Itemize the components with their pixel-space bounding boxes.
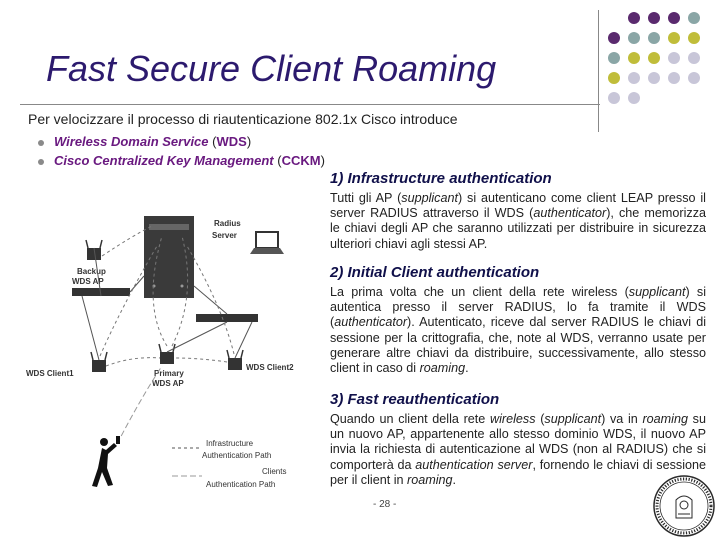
decorative-dot bbox=[668, 52, 680, 64]
section-fast-reauth: 3) Fast reauthentication Quando un clien… bbox=[330, 391, 706, 488]
page-number: - 28 - bbox=[373, 499, 397, 510]
client1-label: WDS Client1 bbox=[26, 369, 74, 378]
decorative-dot bbox=[628, 12, 640, 24]
decorative-dot bbox=[628, 72, 640, 84]
primary-ap-label-1: Primary bbox=[154, 369, 184, 378]
section-body: Tutti gli AP (supplicant) si autenticano… bbox=[330, 191, 707, 251]
slide-title: Fast Secure Client Roaming bbox=[46, 48, 497, 89]
primary-ap-label-2: WDS AP bbox=[152, 379, 184, 388]
section-body: Quando un client della rete wireless (su… bbox=[330, 412, 707, 487]
bullet-icon bbox=[38, 158, 44, 165]
decorative-dot bbox=[628, 92, 640, 104]
decorative-dot bbox=[628, 32, 640, 44]
bullet-item-wds: Wireless Domain Service (WDS) bbox=[38, 134, 251, 149]
mobile-user-icon bbox=[92, 436, 120, 487]
decorative-dot bbox=[608, 32, 620, 44]
wired-links bbox=[81, 247, 253, 361]
client2-label: WDS Client2 bbox=[246, 363, 294, 372]
decorative-dot bbox=[628, 52, 640, 64]
decorative-dot bbox=[688, 52, 700, 64]
switch-icon-left bbox=[72, 288, 130, 296]
backup-ap-label-2: WDS AP bbox=[72, 277, 104, 286]
decorative-dot bbox=[668, 72, 680, 84]
bullet-item-cckm: Cisco Centralized Key Management (CCKM) bbox=[38, 153, 325, 168]
bullet-name: Cisco Centralized Key Management bbox=[54, 153, 274, 168]
decorative-dot bbox=[668, 32, 680, 44]
section-body: La prima volta che un client della rete … bbox=[330, 285, 706, 376]
backup-ap-label-1: Backup bbox=[77, 267, 106, 276]
university-seal-logo bbox=[653, 475, 715, 537]
bullet-abbr: WDS bbox=[216, 134, 247, 149]
decorative-dot bbox=[688, 12, 700, 24]
radius-label-2: Server bbox=[212, 231, 237, 240]
horizontal-divider bbox=[20, 104, 600, 105]
client2-ap-icon bbox=[226, 349, 244, 370]
decorative-dot bbox=[608, 52, 620, 64]
vertical-divider bbox=[598, 10, 599, 132]
section-heading: 3) Fast reauthentication bbox=[330, 391, 500, 408]
decorative-dot bbox=[648, 32, 660, 44]
legend-client-1: Clients bbox=[262, 467, 286, 476]
decorative-dot bbox=[668, 12, 680, 24]
bullet-name: Wireless Domain Service bbox=[54, 134, 209, 149]
client-auth-path bbox=[116, 365, 163, 445]
switch-icon-right bbox=[196, 314, 258, 322]
section-infrastructure-auth: 1) Infrastructure authentication Tutti g… bbox=[330, 170, 706, 252]
legend-infra-1: Infrastructure bbox=[206, 439, 254, 448]
legend-infra-2: Authentication Path bbox=[202, 451, 271, 460]
intro-text: Per velocizzare il processo di riautenti… bbox=[28, 111, 458, 127]
decorative-dot bbox=[648, 12, 660, 24]
legend-client-2: Authentication Path bbox=[206, 480, 275, 489]
decorative-dot bbox=[608, 92, 620, 104]
laptop-icon bbox=[250, 231, 284, 254]
section-heading: 2) Initial Client authentication bbox=[330, 264, 540, 281]
decorative-dot bbox=[648, 52, 660, 64]
bullet-icon bbox=[38, 139, 44, 146]
client1-ap-icon bbox=[90, 351, 108, 372]
primary-ap-icon bbox=[158, 343, 176, 364]
decorative-dot bbox=[688, 32, 700, 44]
wds-network-diagram: Radius Server Backup WDS AP Primary WDS … bbox=[26, 216, 294, 489]
infrastructure-auth-paths bbox=[99, 225, 235, 367]
decorative-dot bbox=[608, 72, 620, 84]
backup-ap-icon bbox=[85, 239, 103, 260]
decorative-dot bbox=[648, 72, 660, 84]
radius-label-1: Radius bbox=[214, 219, 241, 228]
section-initial-client-auth: 2) Initial Client authentication La prim… bbox=[330, 264, 706, 376]
decorative-dot bbox=[688, 72, 700, 84]
bullet-abbr: CCKM bbox=[281, 153, 321, 168]
section-heading: 1) Infrastructure authentication bbox=[330, 170, 552, 187]
